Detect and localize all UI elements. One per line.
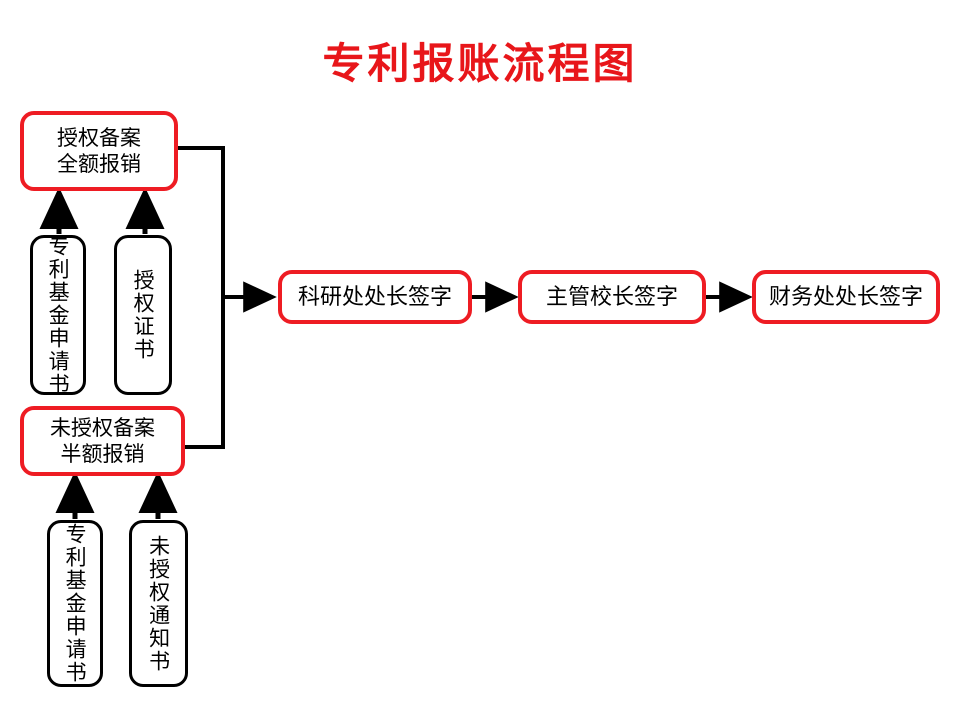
node-sign-research-office-label: 科研处处长签字 bbox=[297, 284, 452, 310]
node-unauthorized-record-line2: 半额报销 bbox=[60, 442, 145, 466]
node-sign-vice-president-label: 主管校长签字 bbox=[545, 284, 678, 310]
node-authorized-record-line2: 全额报销 bbox=[57, 152, 141, 176]
node-doc-unauthorized-notice-label: 未授权通知书 bbox=[146, 534, 171, 673]
node-doc-patent-fund-application-bottom[interactable]: 专利基金申请书 bbox=[47, 520, 103, 687]
node-sign-research-office[interactable]: 科研处处长签字 bbox=[278, 270, 472, 324]
node-doc-patent-fund-application-bottom-label: 专利基金申请书 bbox=[63, 523, 88, 684]
node-doc-authorization-certificate[interactable]: 授权证书 bbox=[114, 235, 172, 395]
node-sign-finance-office[interactable]: 财务处处长签字 bbox=[752, 270, 940, 324]
node-doc-unauthorized-notice[interactable]: 未授权通知书 bbox=[129, 520, 188, 687]
node-authorized-record-line1: 授权备案 bbox=[57, 125, 141, 150]
page-title: 专利报账流程图 bbox=[322, 42, 638, 88]
node-doc-authorization-certificate-label: 授权证书 bbox=[131, 269, 156, 361]
node-authorized-record[interactable]: 授权备案 全额报销 bbox=[20, 111, 178, 191]
node-doc-patent-fund-application-top-label: 专利基金申请书 bbox=[46, 234, 71, 396]
node-sign-vice-president[interactable]: 主管校长签字 bbox=[518, 270, 706, 324]
node-sign-finance-office-label: 财务处处长签字 bbox=[768, 284, 923, 310]
connector-bracket-left bbox=[178, 146, 225, 449]
node-doc-patent-fund-application-top[interactable]: 专利基金申请书 bbox=[30, 234, 86, 396]
node-unauthorized-record[interactable]: 未授权备案 半额报销 bbox=[20, 406, 185, 476]
node-unauthorized-record-line1: 未授权备案 bbox=[50, 415, 155, 440]
